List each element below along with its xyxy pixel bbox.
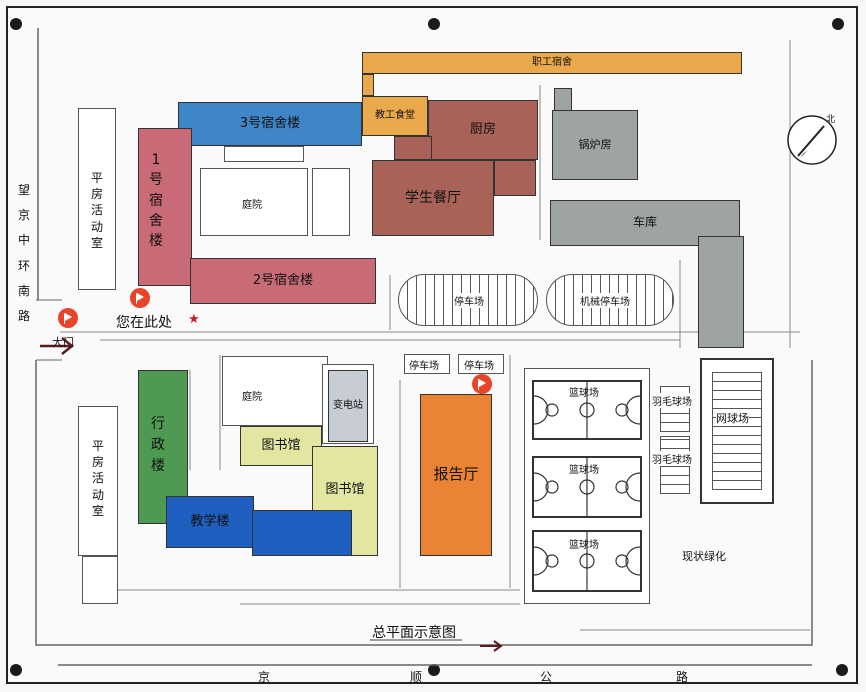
library-1-label: 图书馆	[261, 437, 301, 453]
mount-screw	[10, 664, 22, 676]
badminton-court-1-label: 羽毛球场	[652, 393, 692, 408]
garage-wing	[698, 236, 744, 348]
auditorium: 报告厅	[420, 394, 492, 556]
student-canteen-label: 学生餐厅	[405, 189, 461, 206]
mount-screw	[428, 18, 440, 30]
road-bottom-char-4: 路	[676, 670, 689, 684]
mount-screw	[10, 18, 22, 30]
gatehouse	[82, 556, 118, 604]
kitchen: 厨房	[428, 100, 538, 160]
dorm-2-label: 2号宿舍楼	[252, 272, 314, 288]
admin-building-label: 行政楼	[151, 416, 165, 474]
parking-lot-label: 停车场	[454, 293, 484, 308]
staff-dorm: 职工宿舍	[362, 52, 742, 74]
teaching-building: 教学楼	[166, 496, 254, 548]
road-bottom-char-2: 顺	[410, 670, 423, 684]
kitchen-annex	[394, 136, 432, 160]
student-canteen-annex	[494, 160, 536, 196]
you-are-here-flag	[130, 288, 150, 308]
north-label: 北	[826, 115, 836, 125]
staff-canteen: 教工食堂	[362, 96, 428, 136]
activity-room-top	[78, 108, 116, 290]
you-are-here-star: ★	[188, 312, 200, 327]
dorm-1	[138, 128, 192, 286]
map-title: 总平面示意图	[372, 625, 456, 641]
you-are-here-label: 您在此处	[116, 315, 172, 331]
substation: 变电站	[328, 370, 368, 442]
teaching-building-label: 教学楼	[190, 513, 230, 529]
student-canteen: 学生餐厅	[372, 160, 494, 236]
courtyard-1-label: 庭院	[242, 200, 262, 211]
auditorium-label: 报告厅	[433, 465, 479, 484]
library-2-label: 图书馆	[325, 482, 365, 497]
staff-canteen-label: 教工食堂	[375, 110, 415, 122]
tennis-court-surface	[712, 372, 762, 490]
courtyard-2-label: 庭院	[242, 392, 262, 403]
courtyard-2	[222, 356, 328, 426]
basketball-court-1-label: 篮球场	[569, 388, 599, 399]
courtyard-1	[200, 168, 308, 236]
teaching-building-wing	[252, 510, 352, 556]
activity-room-top-label: 平房活动室	[90, 171, 103, 250]
activity-room-bottom-label: 平房活动室	[91, 439, 104, 518]
mount-screw	[428, 664, 440, 676]
dorm-3: 3号宿舍楼	[178, 102, 362, 146]
mount-screw	[832, 18, 844, 30]
dorm-1-label: 1号宿舍楼	[149, 152, 163, 250]
courtyard-1-side	[312, 168, 350, 236]
road-bottom-char-3: 公	[540, 670, 553, 684]
badminton-court-2-label: 羽毛球场	[652, 451, 692, 466]
walkway	[224, 146, 304, 162]
gate-label: 大门	[52, 336, 74, 349]
mount-screw	[836, 664, 848, 676]
road-left-name: 望京中环南路	[17, 183, 30, 323]
staff-dorm-wing	[362, 74, 374, 96]
parking-small-2	[458, 354, 504, 374]
parking-small-1-label: 停车场	[409, 361, 439, 372]
boiler-room: 锅炉房	[552, 110, 638, 180]
road-bottom-char-1: 京	[258, 670, 271, 684]
parking-marker-flag	[472, 374, 492, 394]
boiler-room-label: 锅炉房	[578, 137, 612, 151]
greening-label: 现状绿化	[682, 550, 726, 563]
mechanical-parking-label: 机械停车场	[580, 293, 630, 308]
parking-small-2-label: 停车场	[464, 361, 494, 372]
gate-marker-flag	[58, 308, 78, 328]
parking-small-1	[404, 354, 450, 374]
dorm-2: 2号宿舍楼	[190, 258, 376, 304]
basketball-court-3-label: 篮球场	[569, 540, 599, 551]
tennis-court-label: 网球场	[716, 410, 749, 426]
kitchen-label: 厨房	[469, 121, 496, 137]
garage-label: 车库	[632, 215, 657, 230]
basketball-court-2-label: 篮球场	[569, 465, 599, 476]
dorm-3-label: 3号宿舍楼	[239, 115, 301, 131]
staff-dorm-label: 职工宿舍	[532, 57, 572, 69]
substation-label: 变电站	[333, 400, 363, 412]
activity-room-bottom	[78, 406, 118, 556]
library-1: 图书馆	[240, 426, 322, 466]
